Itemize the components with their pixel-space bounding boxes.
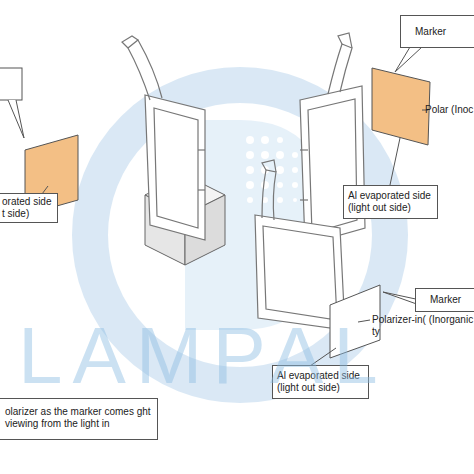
watermark-logo — [90, 85, 390, 385]
callout-box: olarizer as the marker comes ght viewing… — [0, 398, 158, 440]
callout-text: orated side t side) — [2, 196, 55, 220]
callout-box — [0, 68, 24, 138]
polarizer-holder — [122, 36, 205, 240]
callout-text: Marker — [415, 26, 474, 38]
part-label: Polar (Inoc — [425, 104, 474, 116]
callout-box: Al evaporated side (light out side) — [272, 365, 369, 399]
callout-box: Marker — [415, 288, 474, 312]
callout-text: Al evaporated side (light out side) — [277, 370, 364, 394]
callout-box: Al evaporated side (light out side) — [343, 185, 438, 219]
callout-box: orated side t side) — [0, 193, 58, 223]
watermark: LAMPAL — [18, 308, 474, 404]
callout-text: Al evaporated side (light out side) — [348, 190, 433, 214]
callout-box: Marker — [400, 15, 474, 48]
callout-text: olarizer as the marker comes ght viewing… — [5, 406, 153, 430]
part-label: Polarizer-in( (Inorganic ty — [372, 314, 474, 338]
logo-ring — [90, 85, 390, 385]
callout-text: Marker — [430, 294, 474, 306]
polarizer-plate — [372, 68, 430, 145]
